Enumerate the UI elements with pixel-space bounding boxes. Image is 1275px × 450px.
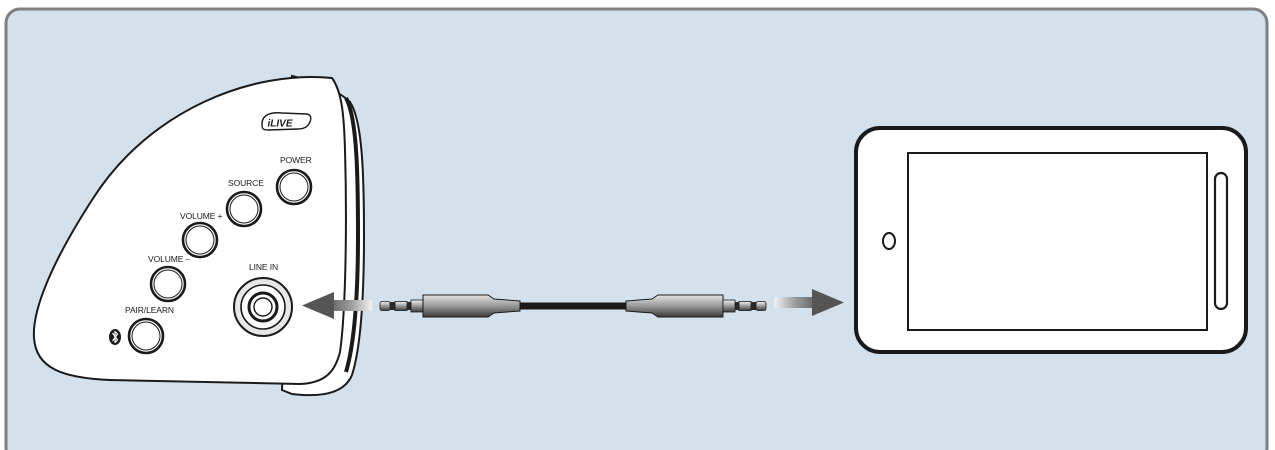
speaker-side-edge [344,97,361,373]
phone-home-button[interactable] [882,232,896,250]
cable-plug-left-handle [422,294,521,318]
power-label: POWER [280,155,312,165]
volume-down-button[interactable] [149,265,187,303]
phone-side-slot [1213,171,1229,311]
audio-cable [379,294,767,318]
volume-up-button[interactable] [181,221,219,259]
line-in-jack[interactable] [233,277,293,337]
pair-learn-label: PAIR/LEARN [125,305,174,315]
insert-arrow-right [774,289,844,316]
cable-plug-right-tip [722,299,767,313]
speaker-unit: iLIVE POWER SOURCE VOLUME + VOLUME – PAI… [32,74,366,397]
smartphone [854,126,1248,354]
ilive-logo: iLIVE [261,112,312,131]
power-button[interactable] [275,168,313,206]
cable-plug-left-tip [379,299,424,313]
line-in-label: LINE IN [249,262,278,272]
cable-wire [520,302,626,310]
source-label: SOURCE [228,178,264,188]
phone-screen [907,152,1208,331]
pair-learn-button[interactable] [127,317,165,355]
svg-text:iLIVE: iLIVE [268,119,293,130]
insert-arrow-left [302,292,372,319]
volume-down-label: VOLUME – [148,254,191,264]
source-button[interactable] [225,190,263,228]
volume-up-label: VOLUME + [180,211,223,221]
bluetooth-icon [109,329,121,345]
cable-plug-right-handle [625,294,724,318]
